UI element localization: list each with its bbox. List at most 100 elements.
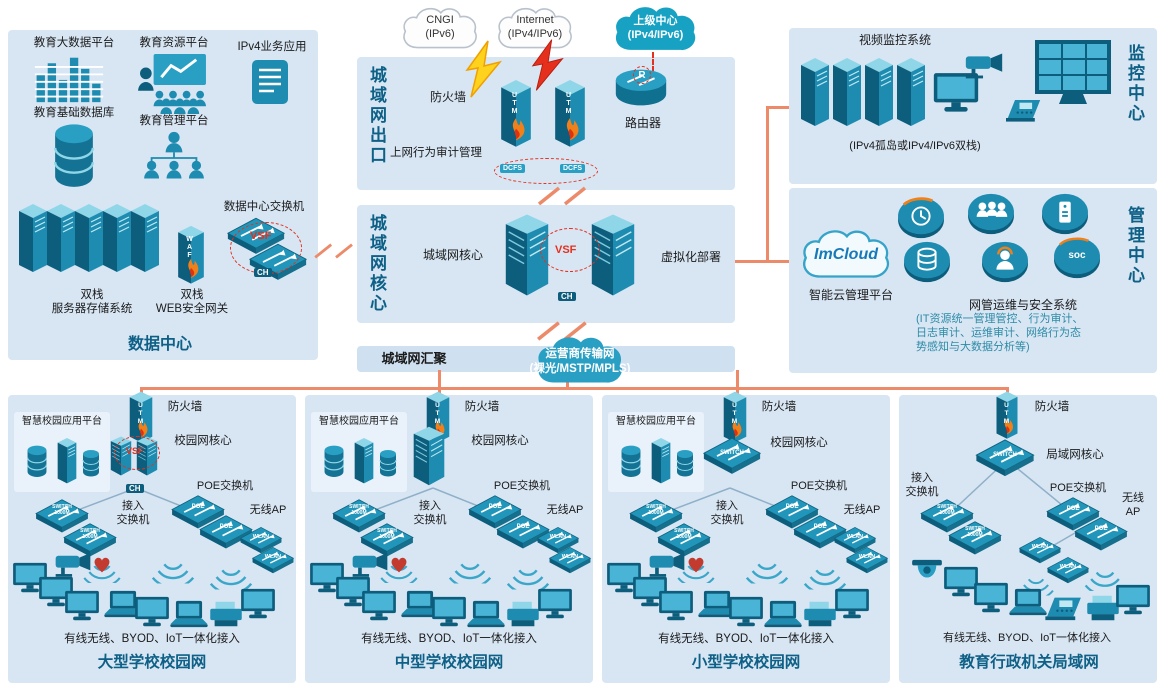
poe-label: POE (785, 504, 799, 510)
school-panel-large: UTM 防火墙 智慧校园应用平台 VSF CH 校园网核心 POE交换机 POE… (8, 388, 296, 683)
cngi-cloud-label: CNGI (IPv6) (425, 14, 455, 41)
switch-1000m-label: SWITCH 1000M (965, 526, 985, 538)
wifi-waves-icon (800, 564, 850, 590)
router-label: 路由器 (624, 116, 661, 130)
db-circle-icon (902, 240, 952, 284)
stack-note-label: (IPv4孤岛或IPv4/IPv6双栈) (849, 140, 981, 152)
virtualization-label: 虚拟化部署 (660, 250, 721, 264)
poe-label: POE (219, 524, 233, 530)
lightning-bolt-red-icon (531, 39, 564, 91)
wireless-ap-icon (547, 546, 593, 576)
wlan-label: WLAN (858, 554, 876, 560)
exit-core-link (534, 184, 596, 208)
database-icon (377, 448, 399, 478)
wireless-ap-label: 无线AP (546, 504, 584, 516)
wireless-ap-icon (250, 546, 296, 576)
video-wall-icon (1032, 38, 1114, 108)
firewall-label: 防火墙 (761, 401, 797, 413)
wifi-waves-icon (445, 558, 495, 584)
school-title: 大型学校校园网 (97, 654, 207, 671)
dashed-arrow-line (652, 52, 654, 72)
switch-label: SWITCH (993, 452, 1017, 458)
utm-label: UTM (434, 402, 441, 426)
core-label: 城域网核心 (422, 248, 483, 262)
server-circle-icon (1040, 192, 1090, 236)
poe-label: POE (488, 504, 502, 510)
poe-label: POE (813, 524, 827, 530)
converged-access-label: 有线无线、BYOD、IoT一体化接入 (658, 633, 834, 645)
carrier-cloud-label: 运营商传输网 (裸光/MSTP/MPLS) (529, 348, 631, 375)
laptop-icon (1007, 588, 1049, 616)
poe-switch-label: POE交换机 (1049, 482, 1107, 494)
database-icon (48, 122, 100, 188)
ch-badge: CH (558, 292, 576, 301)
server-icon (128, 196, 162, 284)
aggregation-label: 城域网汇聚 (381, 351, 447, 366)
poe-label: POE (1094, 526, 1108, 532)
switch-1000m-label: SWITCH 1000M (937, 504, 957, 516)
clock-circle-icon (896, 197, 946, 240)
vsf-group-oval (540, 228, 600, 272)
campus-core-label: 校园网核心 (174, 435, 232, 447)
soc-label: soc (1068, 250, 1086, 261)
monitor-icon (973, 582, 1009, 614)
dc-switch-label: 数据中心交换机 (223, 201, 305, 213)
wifi-waves-icon (742, 558, 792, 584)
poe-switch-label: POE交换机 (196, 480, 254, 492)
agent-circle-icon (980, 240, 1030, 284)
resource-platform-label: 教育资源平台 (139, 37, 209, 49)
right-trunk-line (766, 106, 769, 263)
firewall-label: 防火墙 (429, 90, 466, 104)
monitor-icon (1115, 584, 1151, 616)
server-icon (830, 52, 864, 136)
converged-access-label: 有线无线、BYOD、IoT一体化接入 (361, 633, 537, 645)
access-switch-label: 接入 交换机 (413, 500, 447, 526)
wlan-label: WLAN (561, 554, 579, 560)
dome-camera-icon (909, 558, 945, 584)
server-icon (351, 436, 377, 488)
firewall-label: 防火墙 (464, 401, 500, 413)
firewall-icon (552, 76, 588, 156)
converged-access-label: 有线无线、BYOD、IoT一体化接入 (942, 632, 1112, 644)
school-panel-medium: UTM 防火墙 智慧校园应用平台 校园网核心 POE交换机 POE POE 接入… (305, 388, 593, 683)
mgmt-platform-label: 教育管理平台 (139, 115, 209, 127)
utm-label: UTM (731, 402, 738, 426)
monitor-icon (134, 596, 170, 628)
wireless-ap-label: 无线AP (843, 504, 881, 516)
router-sync-icon (633, 66, 651, 84)
wlan-label: WLAN (549, 534, 567, 540)
monitor-icon (240, 588, 276, 620)
ip-phone-icon (1045, 592, 1083, 622)
poe-switch-label: POE交换机 (493, 480, 551, 492)
ch-badge: CH (126, 484, 144, 493)
wlan-label: WLAN (264, 554, 282, 560)
access-switch-label: 接入 交换机 (710, 500, 744, 526)
switch-label: SWITCH (720, 450, 744, 456)
drop-school3 (736, 370, 739, 400)
core-switch-icon (409, 424, 449, 488)
iot-heart-icon (389, 556, 409, 574)
utm-label: UTM (1003, 402, 1010, 426)
switch-1000m-label: SWITCH 1000M (646, 504, 666, 516)
poe-switch-label: POE交换机 (790, 480, 848, 492)
switch-1000m-label: SWITCH 1000M (52, 504, 72, 516)
database-icon (321, 444, 347, 478)
poe-switch-icon (1073, 516, 1129, 554)
monitor-icon (834, 588, 870, 620)
wlan-label: WLAN (1059, 564, 1077, 570)
laptop-icon (168, 600, 210, 628)
wifi-waves-icon (148, 558, 198, 584)
monitor-icon (431, 596, 467, 628)
wireless-ap-icon (844, 546, 890, 576)
waf-label: WAF (186, 236, 193, 260)
monitor-icon (658, 590, 694, 622)
dc-core-link (312, 238, 360, 264)
database-icon (618, 444, 644, 478)
database-icon (80, 448, 102, 478)
wifi-waves-icon (206, 564, 256, 590)
monitor-icon (728, 596, 764, 628)
wifi-waves-icon (503, 564, 553, 590)
poe-label: POE (1066, 506, 1080, 512)
document-icon (250, 58, 290, 106)
database-icon (674, 448, 696, 478)
